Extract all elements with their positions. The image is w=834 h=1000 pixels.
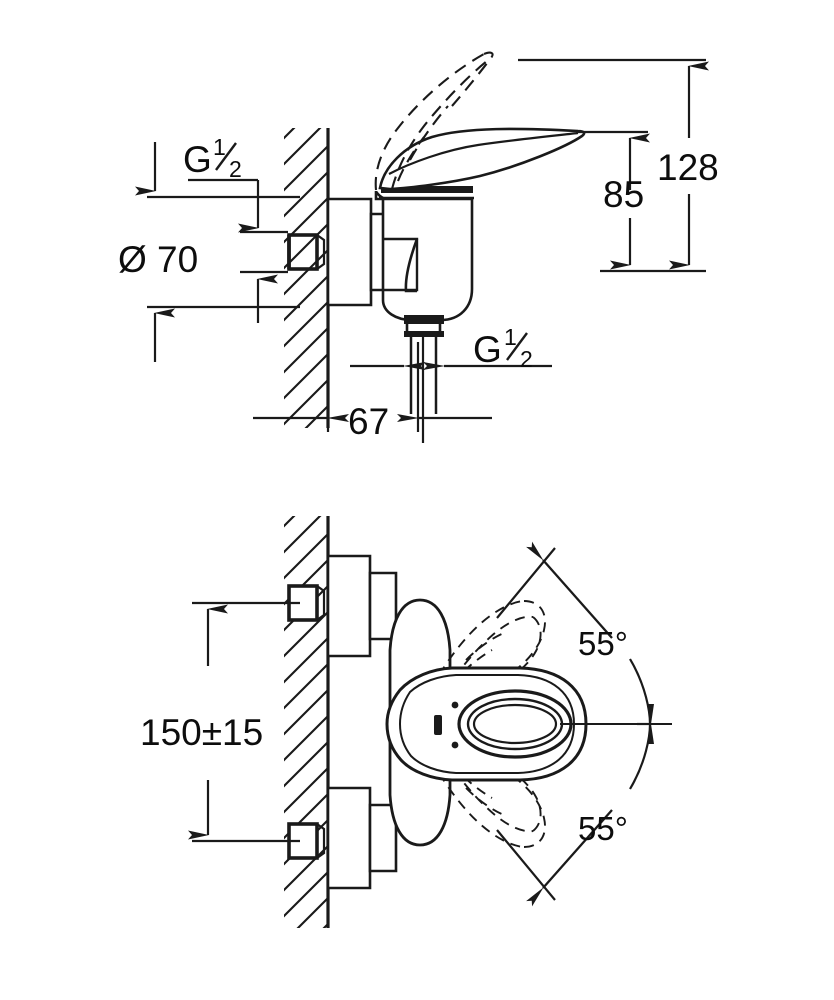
dimension-thread-upper (188, 178, 288, 323)
thread-label-lower: G 1 2 (473, 324, 533, 372)
side-elevation-view: Ø 70 G 1 2 128 (118, 51, 719, 443)
lever-index-marks (434, 701, 459, 749)
svg-text:1: 1 (504, 324, 517, 350)
projection-67-label: 67 (348, 401, 389, 442)
wall-connector-top (287, 233, 326, 271)
lever-cap-oval (457, 689, 573, 759)
wall-section-top (284, 128, 330, 428)
lever-handle-raised-ghost (374, 51, 494, 191)
wall-section-bottom (284, 516, 330, 928)
dimension-diameter-70 (135, 142, 300, 362)
dimension-projection-67 (253, 300, 492, 432)
dimension-height-85 (576, 130, 650, 270)
thread-label-upper: G 1 2 (183, 134, 242, 182)
wall-hatching-top (284, 128, 328, 428)
dimension-height-128 (518, 58, 709, 273)
svg-text:G: G (473, 329, 502, 370)
height-128-label: 128 (657, 147, 719, 188)
center-distance-label: 150±15 (140, 712, 263, 753)
outlet-shank-top (404, 315, 444, 443)
svg-text:2: 2 (229, 156, 242, 182)
angle-lower-label: 55° (578, 810, 628, 847)
cartridge-ring-top (379, 186, 474, 200)
height-85-label: 85 (603, 174, 644, 215)
mixer-body-top (374, 190, 474, 322)
dimension-angle-lower (496, 723, 654, 907)
diameter-70-label: Ø 70 (118, 239, 198, 280)
plan-view: 150±15 55° 55° (140, 516, 672, 928)
svg-text:2: 2 (520, 346, 533, 372)
dimension-center-distance (188, 601, 300, 843)
inlet-connector-upper (287, 554, 398, 658)
inlet-connector-lower (287, 786, 398, 890)
wall-hatching-bottom (284, 516, 328, 928)
svg-text:G: G (183, 139, 212, 180)
svg-text:1: 1 (213, 134, 226, 160)
angle-upper-label: 55° (578, 625, 628, 662)
